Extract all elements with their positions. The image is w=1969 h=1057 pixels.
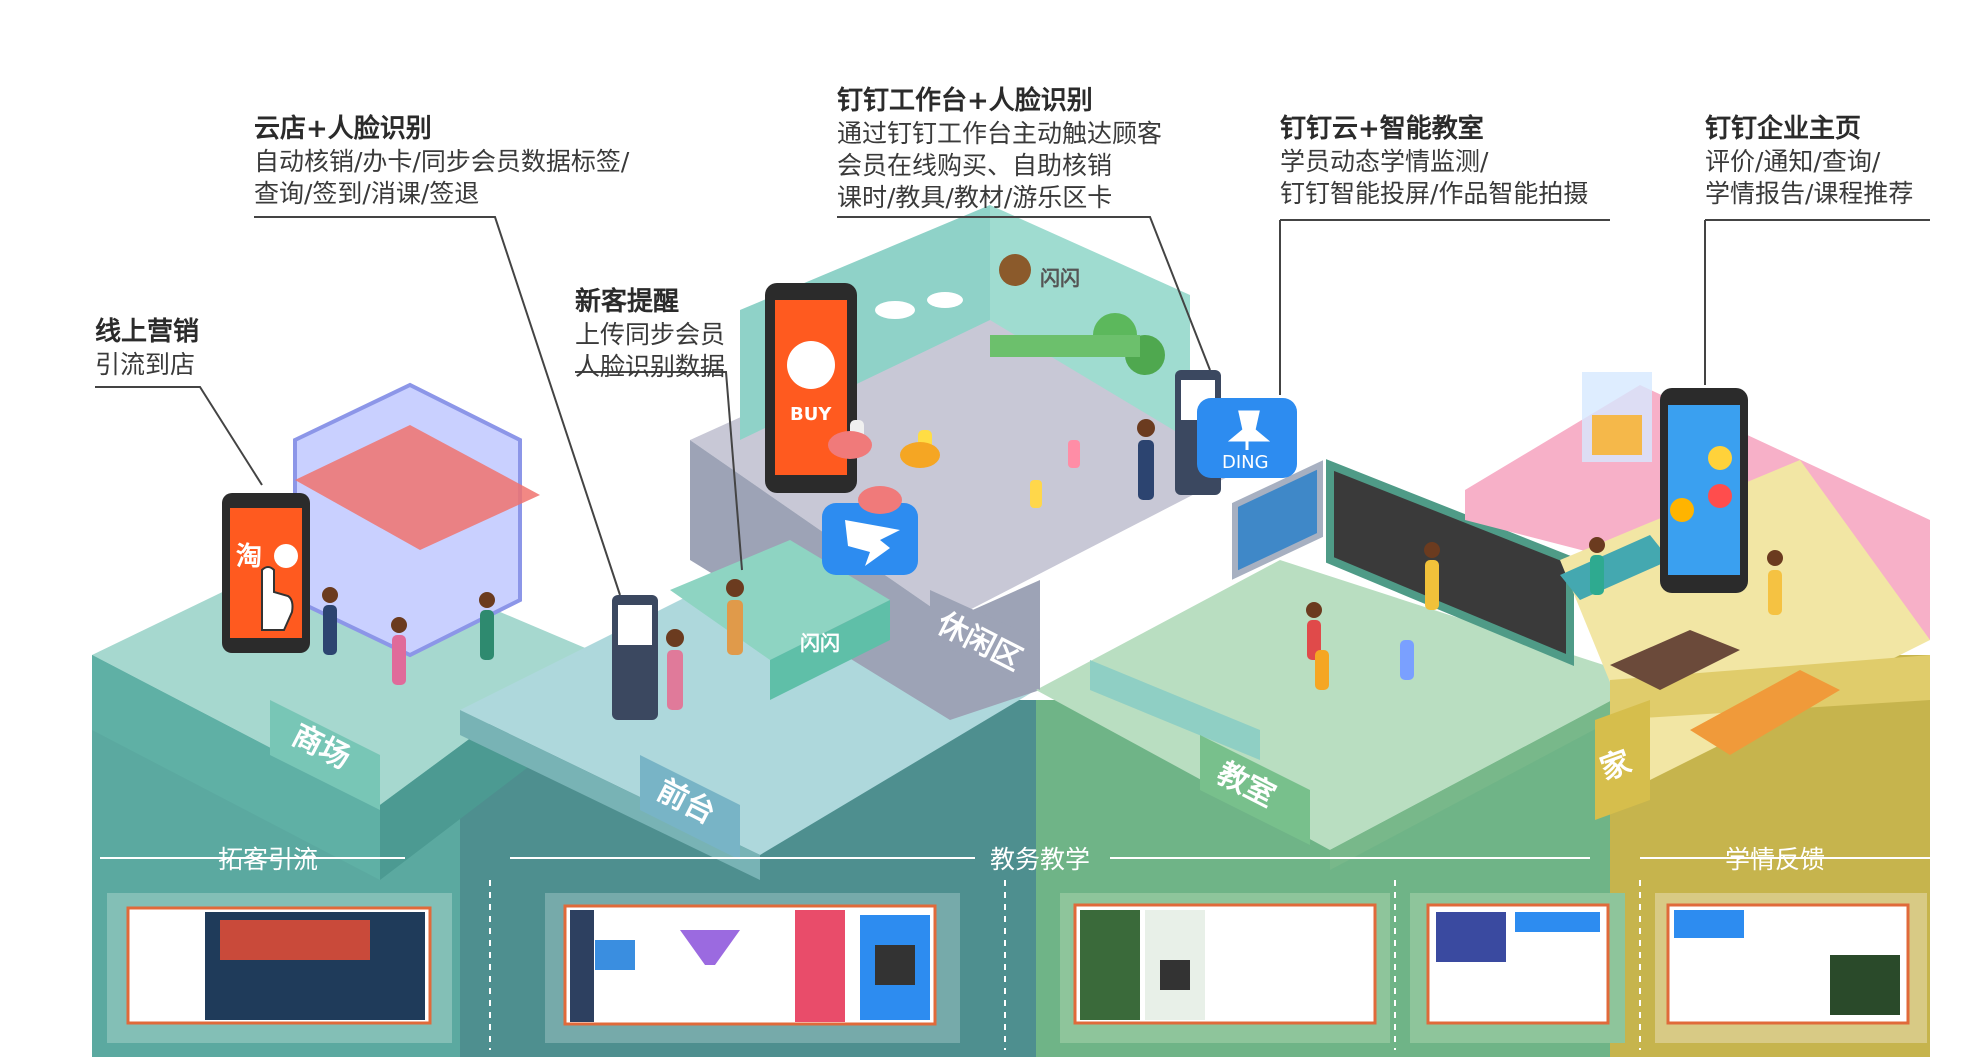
lockers xyxy=(1090,660,1260,760)
bottom-label-acquire: 拓客引流 xyxy=(218,845,318,874)
shanshan-desk-text: 闪闪 xyxy=(800,631,840,655)
thumbnail-panels xyxy=(107,893,1927,1043)
callout-cloud-classroom: 钉钉云+智能教室 学员动态学情监测/ 钉钉智能投屏/作品智能拍摄 xyxy=(1280,112,1588,210)
mall-front xyxy=(92,655,380,880)
callout-line: 学情报告/课程推荐 xyxy=(1705,179,1914,208)
cloud-icon xyxy=(927,292,963,308)
projector-screen xyxy=(1232,460,1323,580)
taobao-smile-icon xyxy=(274,544,298,568)
sofa xyxy=(1560,535,1670,600)
cloud-icon xyxy=(875,301,915,319)
buy-text: BUY xyxy=(790,404,832,425)
leisure-wall-right xyxy=(990,205,1190,440)
callout-line: 通过钉钉工作台主动触达顾客 xyxy=(837,119,1163,148)
classroom-side xyxy=(1330,680,1650,870)
hand-pointer-icon xyxy=(261,566,294,631)
front-side-l xyxy=(460,710,760,880)
heart-icon xyxy=(1708,484,1732,508)
bar-chart-bars xyxy=(1592,415,1642,455)
taobao-text: 淘 xyxy=(236,542,262,572)
callout-title: 新客提醒 xyxy=(575,287,680,317)
blackboard xyxy=(1326,459,1574,666)
callout-workbench: 钉钉工作台+人脸识别 通过钉钉工作台主动触达顾客 会员在线购买、自助核销 课时/… xyxy=(837,84,1162,214)
callout-line: 人脸识别数据 xyxy=(575,352,726,381)
callout-line: 课时/教具/教材/游乐区卡 xyxy=(837,183,1113,212)
bean-bag xyxy=(828,431,872,459)
callout-title: 钉钉工作台+人脸识别 xyxy=(837,86,1093,116)
check-icon xyxy=(1670,498,1694,522)
shanshan-wall-text: 闪闪 xyxy=(1040,266,1080,290)
dingtalk-logo-icon xyxy=(845,520,900,566)
callout-new-customer: 新客提醒 上传同步会员 人脸识别数据 xyxy=(575,285,725,383)
kiosk-front-screen xyxy=(618,605,652,645)
hedge xyxy=(990,335,1140,357)
store-awning xyxy=(295,425,540,550)
callout-enterprise-homepage: 钉钉企业主页 评价/通知/查询/ 学情报告/课程推荐 xyxy=(1705,112,1913,210)
callout-line: 钉钉智能投屏/作品智能拍摄 xyxy=(1280,179,1589,208)
mall-tag xyxy=(270,700,380,810)
callout-title: 钉钉云+智能教室 xyxy=(1280,114,1484,144)
cart-icon xyxy=(787,341,835,389)
front-tag xyxy=(640,755,740,860)
bottom-label-feedback: 学情反馈 xyxy=(1725,845,1825,874)
callout-line: 自动核销/办卡/同步会员数据标签/ xyxy=(254,147,630,176)
owl-logo-icon xyxy=(999,254,1031,286)
pushpin-icon xyxy=(1227,410,1271,450)
coffee-table xyxy=(1610,630,1740,690)
classroom-tag xyxy=(1200,735,1310,845)
callout-line: 查询/签到/消课/签退 xyxy=(254,179,480,208)
callout-title: 云店+人脸识别 xyxy=(254,114,432,144)
callout-line: 引流到店 xyxy=(95,350,196,379)
bean-bag xyxy=(900,442,940,468)
tv-stand xyxy=(1690,670,1840,755)
ding-text: DING xyxy=(1222,452,1269,473)
callout-line: 上传同步会员 xyxy=(575,320,726,349)
bulb-icon xyxy=(1708,446,1732,470)
callout-online-marketing: 线上营销 引流到店 xyxy=(95,315,199,381)
bottom-separators xyxy=(100,857,1930,1050)
callout-cloud-store: 云店+人脸识别 自动核销/办卡/同步会员数据标签/ 查询/签到/消课/签退 xyxy=(254,112,629,210)
callout-title: 线上营销 xyxy=(95,317,200,347)
leader-lines xyxy=(95,216,1930,596)
callout-title: 钉钉企业主页 xyxy=(1705,114,1862,144)
bean-bag xyxy=(858,486,902,514)
callout-line: 会员在线购买、自助核销 xyxy=(837,151,1113,180)
leisure-tag xyxy=(930,590,1040,690)
reception-desk-front xyxy=(770,600,890,700)
callout-line: 学员动态学情监测/ xyxy=(1280,147,1489,176)
bottom-label-teaching: 教务教学 xyxy=(990,845,1090,874)
home-tag xyxy=(1595,700,1650,820)
people xyxy=(322,419,1783,710)
callout-line: 评价/通知/查询/ xyxy=(1705,147,1881,176)
